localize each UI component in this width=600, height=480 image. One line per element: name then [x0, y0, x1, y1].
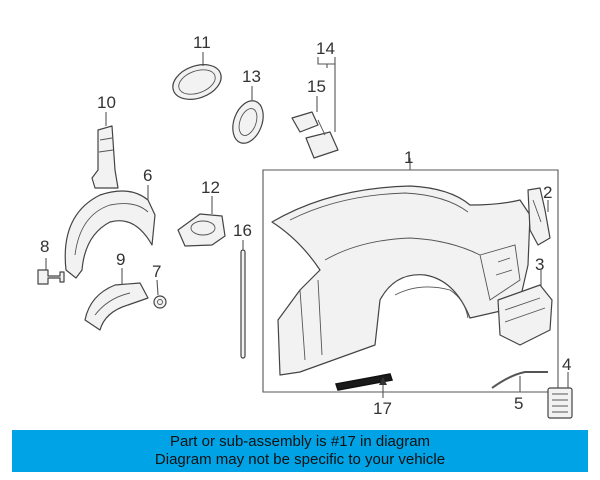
callout-16: 16 — [233, 221, 252, 240]
part-10-upper-liner — [91, 112, 119, 189]
callout-15: 15 — [307, 77, 326, 96]
part-13-filler-ring — [232, 86, 264, 144]
quarter-panel-assembly — [262, 158, 559, 393]
callout-13: 13 — [242, 67, 261, 86]
callout-6: 6 — [143, 166, 152, 185]
part-16-rod — [240, 240, 246, 359]
callout-12: 12 — [201, 178, 220, 197]
callout-5: 5 — [514, 394, 523, 413]
part-2-bracket — [527, 187, 551, 246]
callout-9: 9 — [116, 250, 125, 269]
info-banner: Part or sub-assembly is #17 in diagram D… — [12, 430, 588, 472]
parts-diagram: 1 2 3 4 5 6 7 8 9 10 11 12 13 14 15 16 1… — [37, 33, 573, 419]
callout-2: 2 — [543, 183, 552, 202]
callout-10: 10 — [97, 93, 116, 112]
part-5-strip — [491, 371, 548, 392]
part-3-rear-panel — [497, 270, 553, 346]
callout-8: 8 — [40, 237, 49, 256]
part-11-fuel-door — [172, 52, 222, 100]
part-6-wheelhouse-liner — [64, 185, 156, 279]
callout-14: 14 — [316, 39, 335, 58]
banner-line-2: Diagram may not be specific to your vehi… — [154, 451, 446, 468]
callout-11: 11 — [193, 33, 211, 52]
callout-3: 3 — [535, 255, 544, 274]
callout-4: 4 — [562, 355, 571, 374]
banner-line-1: Part or sub-assembly is #17 in diagram — [169, 433, 431, 450]
callout-17: 17 — [373, 399, 392, 418]
part-4-vent — [547, 372, 573, 419]
part-8-bolt — [37, 258, 65, 285]
callout-7: 7 — [152, 262, 161, 281]
part-7-clip — [153, 279, 167, 309]
part-14-15-actuator — [291, 57, 339, 159]
part-9-splash-shield — [84, 268, 149, 331]
part-17-rocker-molding — [335, 373, 393, 398]
part-12-fuel-housing — [177, 196, 226, 247]
callout-1: 1 — [404, 148, 413, 167]
